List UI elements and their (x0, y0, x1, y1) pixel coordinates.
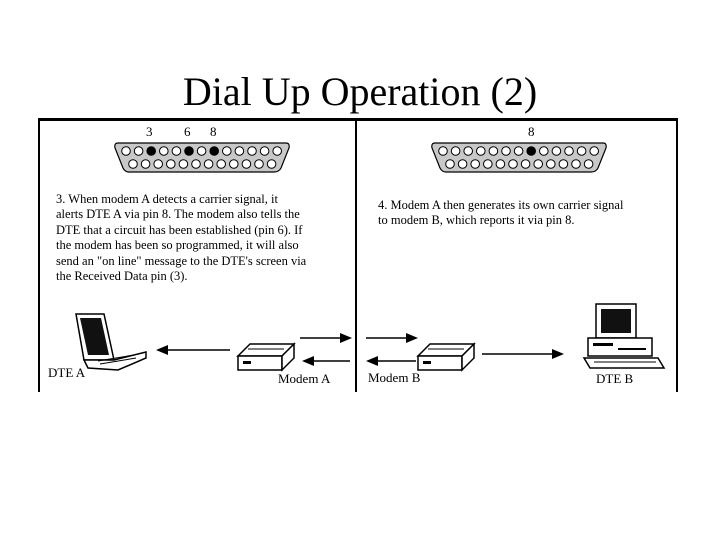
description-left-line: send an "on line" message to the DTE's s… (56, 253, 307, 268)
connector-pin (488, 146, 499, 156)
connector-pin (513, 146, 524, 156)
connector-pin (272, 146, 282, 156)
connector-pin (438, 146, 448, 156)
diagram-panel: 3 6 8 (38, 118, 678, 392)
connector-pin-active (184, 146, 194, 156)
connector-pin (254, 159, 264, 169)
connector-pin (234, 146, 245, 156)
description-left: 3. When modem A detects a carrier signal… (56, 192, 306, 284)
connector-pin (564, 146, 574, 156)
connector-pin (203, 159, 214, 169)
modem-a-label: Modem A (278, 371, 331, 386)
connector-pin (520, 159, 531, 169)
connector-pin (539, 146, 549, 156)
arrow-modem-b-to-modem-a-left (302, 356, 350, 366)
description-left-line: the modem has been so programmed, it wil… (56, 238, 299, 253)
desktop-computer-icon (582, 303, 666, 369)
arrow-modem-a-to-modem-b-right (366, 333, 418, 343)
connector-pin (153, 159, 163, 169)
connector-pin (558, 159, 569, 169)
connector-pin (133, 146, 144, 156)
connector-pin-active (209, 146, 219, 156)
diagram-graphics (75, 142, 666, 372)
connector-pin (247, 146, 257, 156)
connector-pin (222, 146, 232, 156)
connector-pin (216, 159, 226, 169)
pin-label-3: 3 (146, 124, 153, 139)
description-right-line: 4. Modem A then generates its own carrie… (378, 198, 624, 212)
description-left-line: DTE that a circuit has been established … (56, 222, 303, 237)
db25-connector-right (431, 142, 607, 173)
connector-pin (501, 146, 511, 156)
laptop-icon (75, 313, 147, 371)
connector-pin-active (526, 146, 537, 156)
arrow-modem-a-to-dte-a (156, 345, 230, 355)
connector-pin (241, 159, 252, 169)
description-right-line: to modem B, which reports it via pin 8. (378, 213, 575, 228)
connector-pin (266, 159, 277, 169)
connector-pin (445, 159, 455, 169)
connector-pin (196, 146, 207, 156)
connector-pin (576, 146, 587, 156)
connector-pin (229, 159, 239, 169)
connector-pin (178, 159, 189, 169)
connector-pin (140, 159, 151, 169)
dte-a-label: DTE A (48, 365, 86, 380)
connector-pin (589, 146, 600, 156)
connector-pin (546, 159, 556, 169)
connector-pin (495, 159, 506, 169)
connector-pin (450, 146, 461, 156)
connector-pin (259, 146, 270, 156)
connector-pin (166, 159, 176, 169)
connector-pin (571, 159, 581, 169)
modem-b-icon (416, 342, 476, 372)
connector-pin (470, 159, 481, 169)
arrow-modem-b-to-dte-b (482, 349, 564, 359)
connector-pin (463, 146, 474, 156)
connector-pin (191, 159, 201, 169)
frame-divider (355, 118, 357, 392)
connector-pin-active (146, 146, 156, 156)
db25-connector-left (114, 142, 290, 173)
pin-label-8-right: 8 (528, 124, 535, 139)
modem-a-icon (236, 342, 296, 372)
description-left-line: alerts DTE A via pin 8. The modem also t… (56, 207, 300, 222)
connector-pin (476, 146, 486, 156)
frame-right-border (676, 118, 678, 392)
connector-pin (551, 146, 562, 156)
connector-pin (508, 159, 518, 169)
pin-label-8: 8 (210, 124, 217, 139)
dte-b-label: DTE B (596, 371, 634, 386)
connector-pin (483, 159, 493, 169)
arrow-modem-a-to-modem-b-left (300, 333, 352, 343)
connector-pin (457, 159, 468, 169)
pin-label-6: 6 (184, 124, 191, 139)
description-right: 4. Modem A then generates its own carrie… (378, 198, 623, 229)
description-left-line: 3. When modem A detects a carrier signal… (56, 192, 278, 206)
slide-title: Dial Up Operation (2) (182, 69, 538, 114)
connector-pin (583, 159, 594, 169)
modem-b-label: Modem B (368, 370, 421, 385)
connector-pin (128, 159, 138, 169)
frame-left-border (38, 118, 40, 392)
connector-pin (159, 146, 169, 156)
description-left-line: the Received Data pin (3). (56, 269, 188, 284)
frame-top-border (38, 118, 678, 121)
connector-pin (121, 146, 131, 156)
connector-pin (171, 146, 182, 156)
connector-pin (533, 159, 544, 169)
arrow-modem-b-to-modem-a-right (366, 356, 416, 366)
